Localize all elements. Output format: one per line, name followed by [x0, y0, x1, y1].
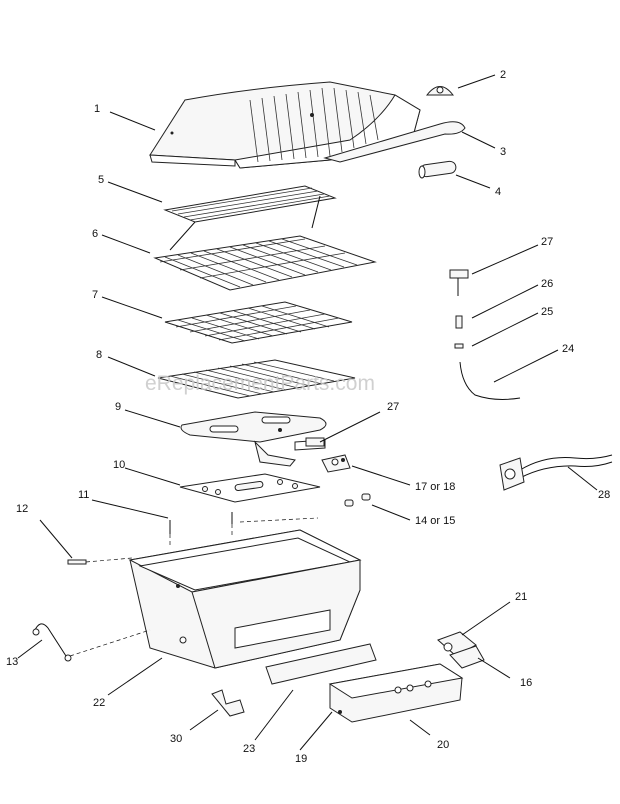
- callout-leaders: [17, 74, 598, 751]
- callout-4: 4: [495, 186, 501, 198]
- callout-28: 28: [598, 489, 610, 501]
- callout-13: 13: [6, 656, 18, 668]
- part-4-tube: [418, 160, 457, 179]
- callout-14-or-15: 14 or 15: [415, 515, 455, 527]
- callout-2: 2: [500, 69, 506, 81]
- part-5-warming-rack: [163, 185, 337, 251]
- part-27-igniter-button: [449, 269, 469, 296]
- callout-labels: 1 2 3 4 5 6 7 8 9 10 11 12 13 14 or 15 1…: [6, 69, 610, 765]
- callout-12: 12: [16, 503, 28, 515]
- part-28-regulator-hose: [499, 454, 613, 491]
- part-12-bolt: [67, 557, 133, 565]
- part-13-rod: [32, 623, 151, 662]
- part-22-firebox: [128, 529, 362, 669]
- part-23-panel: [265, 643, 377, 685]
- part-20-control-panel: [328, 663, 464, 723]
- callout-27-lower: 27: [387, 401, 399, 413]
- callout-27-upper: 27: [541, 236, 553, 248]
- callout-17-or-18: 17 or 18: [415, 481, 455, 493]
- callout-7: 7: [92, 289, 98, 301]
- callout-8: 8: [96, 349, 102, 361]
- part-30-bracket: [211, 689, 245, 717]
- callout-16: 16: [520, 677, 532, 689]
- callout-3: 3: [500, 146, 506, 158]
- callout-24: 24: [562, 343, 574, 355]
- callout-1: 1: [94, 103, 100, 115]
- part-8-grate: [157, 359, 356, 399]
- callout-25: 25: [541, 306, 553, 318]
- part-25-nut: [454, 343, 464, 349]
- part-6-cooking-grate: [153, 235, 377, 291]
- part-10-heat-plate: [179, 473, 321, 503]
- callout-21: 21: [515, 591, 527, 603]
- callout-22: 22: [93, 697, 105, 709]
- callout-5: 5: [98, 174, 104, 186]
- callout-20: 20: [437, 739, 449, 751]
- part-3-handle: [323, 121, 466, 163]
- part-9-burner: [180, 411, 327, 467]
- part-1-lid: [149, 81, 421, 169]
- part-17-18-valve: [321, 454, 351, 473]
- callout-9: 9: [115, 401, 121, 413]
- callout-23: 23: [243, 743, 255, 755]
- callout-26: 26: [541, 278, 553, 290]
- part-26-spacer: [455, 315, 463, 329]
- callout-11: 11: [78, 489, 89, 501]
- part-2-thermometer: [425, 86, 455, 96]
- part-14-15-orifices: [344, 493, 371, 507]
- callout-30: 30: [170, 733, 182, 745]
- part-24-igniter-wire: [459, 361, 521, 400]
- callout-19: 19: [295, 753, 307, 765]
- callout-6: 6: [92, 228, 98, 240]
- part-27-igniter-electrode: [305, 437, 325, 447]
- part-21-valve: [437, 631, 485, 669]
- watermark-text: eReplacementParts.com: [145, 372, 375, 395]
- callout-10: 10: [113, 459, 125, 471]
- part-11-screws: [169, 512, 319, 548]
- part-7-briquette-grate: [164, 301, 353, 344]
